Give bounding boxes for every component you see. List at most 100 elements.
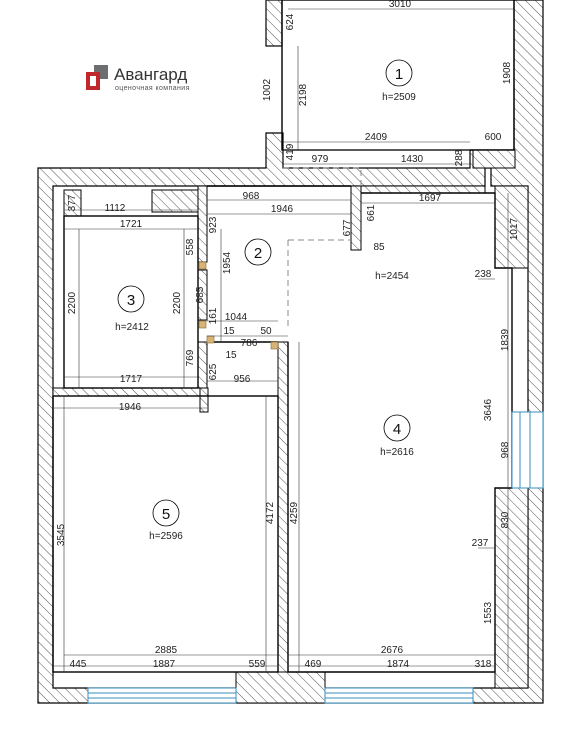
openings xyxy=(283,167,362,330)
room-2-outline xyxy=(207,185,351,343)
room-3-number: 3 xyxy=(127,292,135,309)
dim-445: 445 xyxy=(70,659,87,670)
dim-968-top: 968 xyxy=(243,191,260,202)
door-marker xyxy=(198,320,207,329)
window-bottom-left xyxy=(87,687,237,704)
wall-r3-r2 xyxy=(197,185,208,263)
brand-name: Авангард xyxy=(114,65,187,84)
dim-1954: 1954 xyxy=(222,251,233,274)
dim-624: 624 xyxy=(285,13,296,30)
window-bottom-right xyxy=(324,687,474,704)
door-markers xyxy=(198,261,279,350)
room-4-corridor-height: h=2454 xyxy=(375,271,409,282)
dim-786: 786 xyxy=(241,338,258,349)
dim-2885: 2885 xyxy=(155,645,178,656)
wall-r3-r5 xyxy=(52,387,208,397)
wall-room1-left xyxy=(265,0,283,47)
logo-mark-inner xyxy=(90,76,96,86)
dimension-labels: 3010 2409 600 979 1430 1112 968 1946 169… xyxy=(70,0,502,670)
dim-769: 769 xyxy=(185,349,196,366)
room-4-height: h=2616 xyxy=(380,447,414,458)
door-marker xyxy=(206,335,215,344)
wall-block xyxy=(472,149,516,169)
brand-logo: Авангард оценочная компания xyxy=(86,65,190,92)
wall-right-step-top xyxy=(494,185,529,269)
room-5-badge xyxy=(152,499,180,527)
dimension-lines xyxy=(53,8,514,672)
dim-238: 238 xyxy=(475,269,492,280)
opening-room2-room4 xyxy=(287,239,351,330)
dim-469: 469 xyxy=(305,659,322,670)
dim-50: 50 xyxy=(260,326,272,337)
dim-318: 318 xyxy=(475,659,492,670)
dim-2200-left: 2200 xyxy=(67,291,78,314)
dim-1044: 1044 xyxy=(225,312,248,323)
wall-r4-top-left xyxy=(350,185,362,251)
dim-1697: 1697 xyxy=(419,193,442,204)
room-2-badge xyxy=(244,238,272,266)
wall-r4-top xyxy=(360,185,486,194)
room-2-number: 2 xyxy=(254,245,262,262)
dim-1553: 1553 xyxy=(483,601,494,624)
dim-4259: 4259 xyxy=(289,501,300,524)
wall-bottom-pier xyxy=(235,671,326,704)
dim-661: 661 xyxy=(366,204,377,221)
door-marker xyxy=(270,341,279,350)
dim-625: 625 xyxy=(208,363,219,380)
room-4-number: 4 xyxy=(393,421,401,438)
wall-niche-right xyxy=(151,189,201,213)
dim-558: 558 xyxy=(185,238,196,255)
dim-600: 600 xyxy=(485,132,502,143)
room-5-outline xyxy=(52,395,279,673)
room-4-badge xyxy=(383,414,411,442)
dim-3545: 3545 xyxy=(56,523,67,546)
dim-15-b: 15 xyxy=(225,350,237,361)
dim-419: 419 xyxy=(285,143,296,160)
opening-room1 xyxy=(283,167,362,190)
dim-677: 677 xyxy=(342,219,353,236)
wall-r3-r5-step xyxy=(199,387,209,413)
room-1-badge xyxy=(385,59,413,87)
dim-1946-bottom: 1946 xyxy=(119,402,142,413)
wall-r3-r2-bottom xyxy=(197,341,208,389)
room-3-height: h=2412 xyxy=(115,322,149,333)
wall-r5-r4 xyxy=(277,341,289,689)
dim-161: 161 xyxy=(208,307,219,324)
dim-923: 923 xyxy=(208,216,219,233)
dim-1112: 1112 xyxy=(105,203,126,214)
dim-1839: 1839 xyxy=(500,328,511,351)
dim-3646: 3646 xyxy=(483,398,494,421)
wall-right-step-bottom xyxy=(494,487,529,689)
brand-tagline: оценочная компания xyxy=(115,85,190,92)
room-1-number: 1 xyxy=(395,66,403,83)
walls xyxy=(37,0,544,704)
dim-377: 377 xyxy=(67,194,78,211)
dim-956: 956 xyxy=(234,374,251,385)
room-3-outline xyxy=(63,215,199,389)
room-3-badge xyxy=(117,285,145,313)
dim-685: 685 xyxy=(195,286,206,303)
dim-2200-right: 2200 xyxy=(172,291,183,314)
dim-1002: 1002 xyxy=(262,78,273,101)
dim-1721: 1721 xyxy=(120,219,143,230)
dim-1017: 1017 xyxy=(509,217,520,240)
outer-wall xyxy=(37,0,544,704)
dim-288: 288 xyxy=(454,149,465,166)
dim-15-a: 15 xyxy=(223,326,235,337)
dim-85: 85 xyxy=(373,242,385,253)
dim-979: 979 xyxy=(312,154,329,165)
dim-1887: 1887 xyxy=(153,659,176,670)
window-right xyxy=(511,411,544,489)
dim-1430: 1430 xyxy=(401,154,424,165)
dim-1946-top: 1946 xyxy=(271,204,294,215)
room-5-height: h=2596 xyxy=(149,531,183,542)
room-labels: 1 h=2509 2 3 h=2412 4 h=2616 5 h=2596 h=… xyxy=(115,59,416,542)
dim-1908: 1908 xyxy=(502,61,513,84)
dim-1874: 1874 xyxy=(387,659,410,670)
windows xyxy=(87,411,544,704)
dim-968-right: 968 xyxy=(500,441,511,458)
dim-830: 830 xyxy=(500,511,511,528)
dim-2198: 2198 xyxy=(298,83,309,106)
dim-1717: 1717 xyxy=(120,374,143,385)
